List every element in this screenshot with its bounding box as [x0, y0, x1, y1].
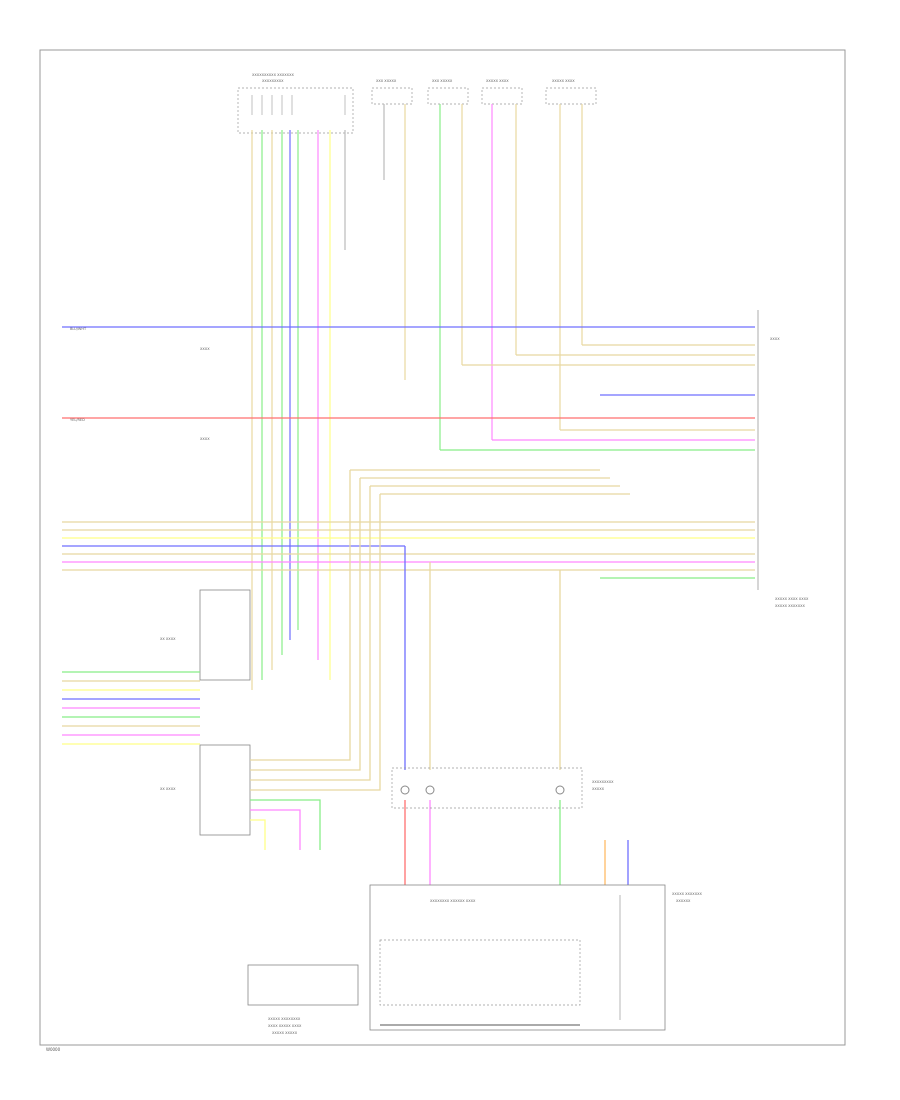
svg-text:XXXXX XXXX: XXXXX XXXX	[552, 79, 575, 83]
horizontal-wires	[62, 326, 755, 579]
svg-text:XXXXX XXXX: XXXXX XXXX	[486, 79, 509, 83]
cruise-switch-label: XXXXX XXXXXXX XXXXXX	[672, 892, 702, 903]
left-labels: BLU/WHT YEL/RED XXXX XXXX	[70, 327, 210, 441]
svg-text:XXXXX XXXX XXXX: XXXXX XXXX XXXX	[775, 597, 809, 601]
svg-text:XXXXXXXXX: XXXXXXXXX	[262, 79, 284, 83]
svg-text:XXXXX: XXXXX	[592, 787, 605, 791]
svg-text:XXX XXXXX: XXX XXXXX	[432, 79, 453, 83]
diagram-frame	[39, 49, 846, 1046]
top-vertical-wires	[251, 104, 583, 690]
svg-text:XXXXXX: XXXXXX	[676, 899, 691, 903]
lower-vertical-wires	[250, 470, 629, 885]
svg-text:XXXX XXXXX XXXX: XXXX XXXXX XXXX	[268, 1024, 302, 1028]
svg-text:XXXX: XXXX	[200, 437, 210, 441]
svg-text:XXXXX XXXXXXX: XXXXX XXXXXXX	[672, 892, 702, 896]
top-small-connectors: XXX XXXXX XXX XXXXX XXXXX XXXX XXXXX XXX…	[371, 79, 597, 105]
splice-block-lower: XX XXXX	[160, 744, 251, 836]
steering-switch-box: XXXXXXXX XXXXXX XXXX	[369, 884, 666, 1031]
svg-text:XXXXX XXXXXXX: XXXXX XXXXXXX	[775, 604, 805, 608]
svg-text:XXXX: XXXX	[200, 347, 210, 351]
left-lower-wires	[62, 671, 200, 745]
lower-left-connector: XXXXX XXXXXXXX XXXX XXXXX XXXX XXXXX XXX…	[247, 964, 359, 1035]
right-connector: XXXX XXXXX XXXX XXXX XXXXX XXXXXXX	[757, 310, 809, 608]
svg-text:XXXX: XXXX	[770, 337, 780, 341]
svg-text:YEL/RED: YEL/RED	[70, 418, 85, 422]
clockspring: XXXXXXXXX XXXXX	[391, 767, 614, 809]
top-connector: XXXXXXXXXX XXXXXXX XXXXXXXXX	[237, 73, 354, 134]
svg-text:XX XXXX: XX XXXX	[160, 637, 176, 641]
svg-text:XX XXXX: XX XXXX	[160, 787, 176, 791]
svg-text:BLU/WHT: BLU/WHT	[70, 327, 87, 331]
svg-text:XXXXXXXXXX XXXXXXX: XXXXXXXXXX XXXXXXX	[252, 73, 294, 77]
svg-text:XXXXXXXXX: XXXXXXXXX	[592, 780, 614, 784]
splice-block-upper: XX XXXX	[160, 589, 251, 681]
svg-text:XXXXX XXXXX: XXXXX XXXXX	[272, 1031, 298, 1035]
svg-text:XXX XXXXX: XXX XXXXX	[376, 79, 397, 83]
footer-code: W0000	[46, 1047, 61, 1052]
svg-text:XXXXX XXXXXXXX: XXXXX XXXXXXXX	[268, 1017, 301, 1021]
svg-text:XXXXXXXX XXXXXX XXXX: XXXXXXXX XXXXXX XXXX	[430, 899, 476, 903]
